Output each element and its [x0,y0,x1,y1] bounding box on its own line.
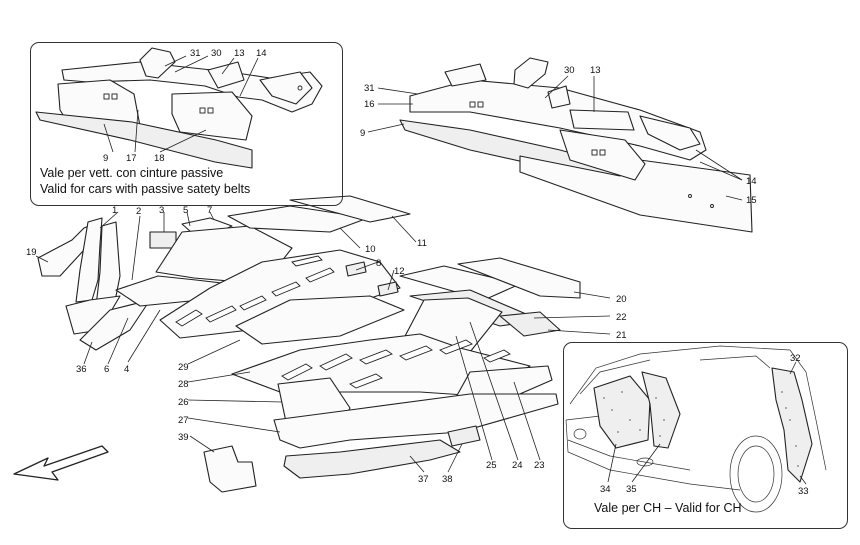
label-35-inset: 35 [626,484,637,495]
label-31-top: 31 [364,83,375,94]
label-29: 29 [178,362,189,373]
label-30-inset: 30 [211,48,222,59]
label-34-inset: 34 [600,484,611,495]
label-3: 3 [159,205,164,216]
main-assembly [35,195,611,493]
label-8: 8 [376,258,381,269]
inset-ch-caption: Vale per CH – Valid for CH [594,501,742,515]
label-25: 25 [486,460,497,471]
label-26: 26 [178,397,189,408]
inset-passive-belts-frame [30,42,343,206]
label-28: 28 [178,379,189,390]
label-18-inset: 18 [154,153,165,164]
label-24: 24 [512,460,523,471]
label-22: 22 [616,312,627,323]
inset-caption-italian: Vale per vett. con cinture passive [40,166,224,180]
label-14-top: 14 [746,176,757,187]
label-9-inset: 9 [103,153,108,164]
label-13-top: 13 [590,65,601,76]
label-21: 21 [616,330,627,341]
front-direction-arrow-icon [13,445,109,481]
main-assembly-labels: 1 3 5 7 19 2 10 11 8 12 20 22 21 36 6 4 … [26,205,627,485]
inset-passive-parts [35,47,323,169]
label-36: 36 [76,364,87,375]
label-7: 7 [207,205,212,216]
label-33-inset: 33 [798,486,809,497]
label-14-inset: 14 [256,48,267,59]
inset-caption-english: Valid for cars with passive satety belts [40,182,251,196]
label-6: 6 [104,364,109,375]
fabric-texture [603,391,799,467]
label-30-top: 30 [564,65,575,76]
label-11: 11 [417,238,427,249]
label-27: 27 [178,415,189,426]
label-12: 12 [394,266,405,277]
label-17-inset: 17 [126,153,137,164]
label-39: 39 [178,432,189,443]
label-16-top: 16 [364,99,375,110]
label-2: 2 [136,206,141,217]
label-9-top: 9 [360,128,365,139]
top-right-labels: 31 30 13 16 9 14 15 [360,65,757,206]
label-31-inset: 31 [190,48,201,59]
label-1: 1 [112,205,117,216]
label-5: 5 [183,205,188,216]
inset-ch-labels: 32 34 35 33 [600,353,809,497]
label-20: 20 [616,294,627,305]
label-15-top: 15 [746,195,757,206]
label-4: 4 [124,364,129,375]
label-10: 10 [365,244,376,255]
label-13-inset: 13 [234,48,245,59]
inset-ch-frame [563,342,848,529]
label-19: 19 [26,247,37,258]
inset-passive-labels: 31 30 13 14 9 17 18 [103,48,267,164]
label-37: 37 [418,474,429,485]
top-right-assembly [367,57,753,233]
inset-ch-car-illustration [565,345,827,513]
label-23: 23 [534,460,545,471]
label-32-inset: 32 [790,353,801,364]
label-38: 38 [442,474,453,485]
